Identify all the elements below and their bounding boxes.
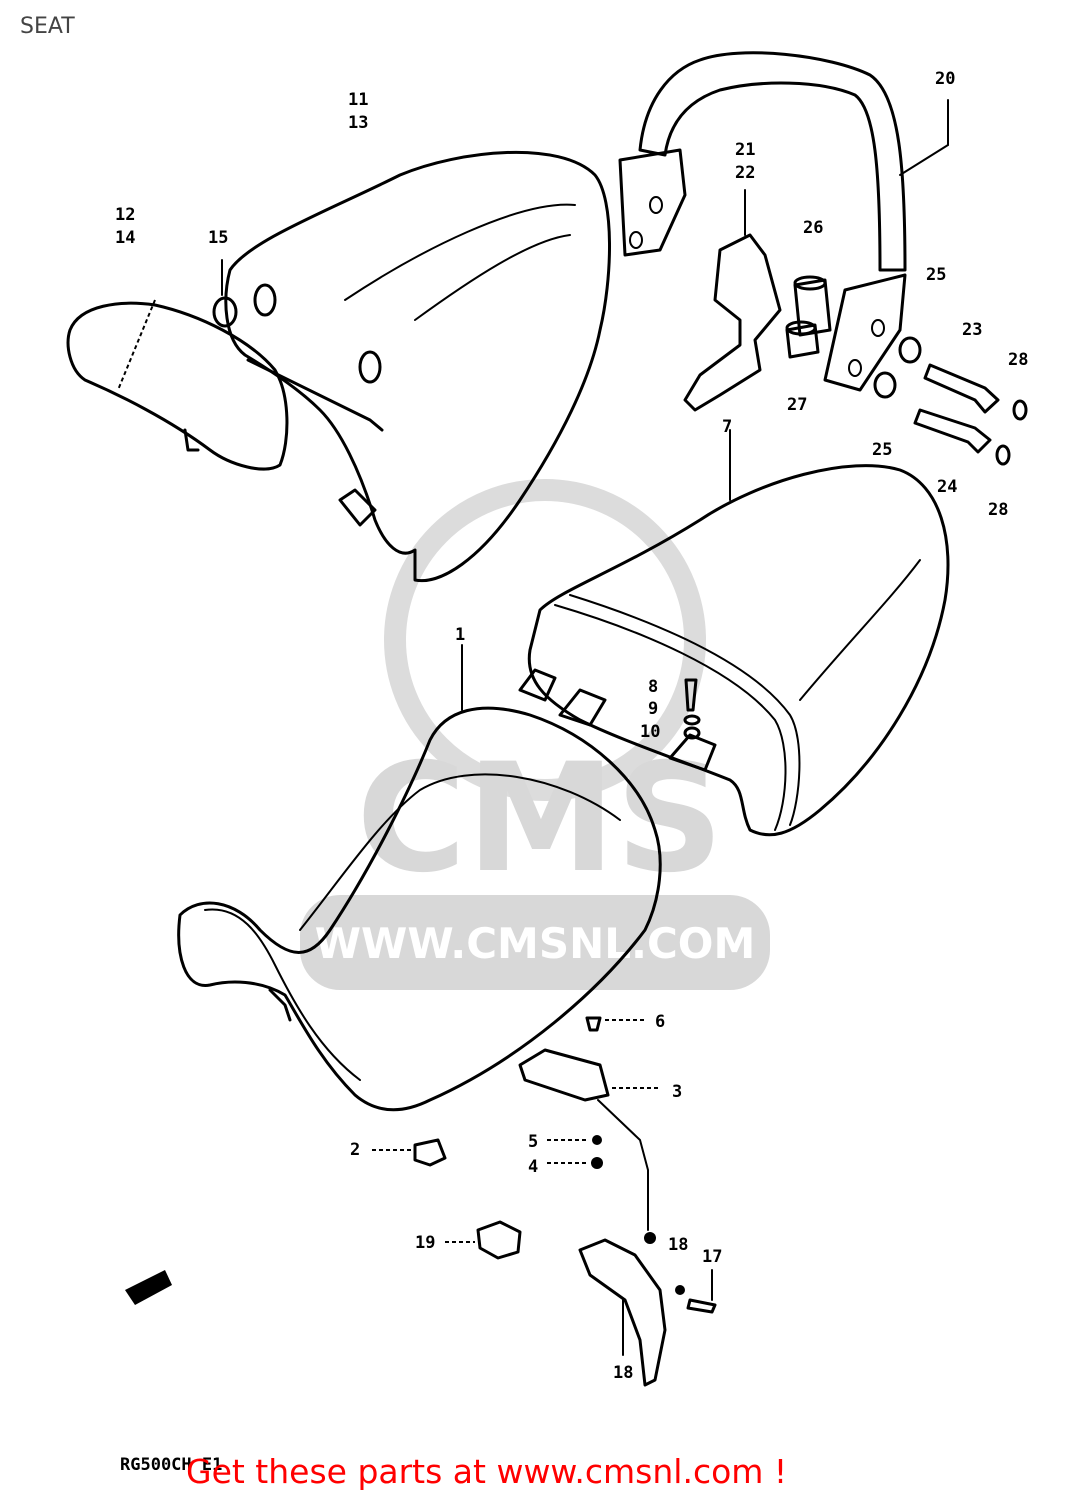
bolt-23 xyxy=(923,363,1000,414)
seat-tail-cowl xyxy=(224,150,611,583)
callout-7: 7 xyxy=(722,417,732,437)
nut-4 xyxy=(547,1157,603,1169)
callout-14: 14 xyxy=(115,228,135,248)
callout-8: 8 xyxy=(648,677,658,697)
callout-2: 2 xyxy=(350,1140,360,1160)
grab-rail xyxy=(618,51,949,392)
bolt-17 xyxy=(686,1269,717,1314)
callout-18a: 18 xyxy=(668,1235,688,1255)
page-title: SEAT xyxy=(20,14,75,39)
model-code: RG500CH E1 xyxy=(120,1455,223,1475)
callout-23: 23 xyxy=(962,320,982,340)
callout-15: 15 xyxy=(208,228,228,248)
callout-10: 10 xyxy=(640,722,660,742)
callout-24: 24 xyxy=(937,477,957,497)
washer-9 xyxy=(683,714,701,726)
callout-25b: 25 xyxy=(872,440,892,460)
callout-28b: 28 xyxy=(988,500,1008,520)
cms-watermark: CMS WWW.CMSNL.COM xyxy=(300,479,770,990)
washer-25a xyxy=(898,336,922,364)
callout-5: 5 xyxy=(528,1132,538,1152)
callout-28a: 28 xyxy=(1008,350,1028,370)
callout-1: 1 xyxy=(455,625,465,645)
washer-5 xyxy=(547,1135,602,1145)
side-cover xyxy=(66,299,289,471)
rail-bracket xyxy=(683,189,782,412)
spacer-26 xyxy=(793,275,832,337)
callout-27: 27 xyxy=(787,395,807,415)
damper-2 xyxy=(372,1138,447,1167)
callout-20: 20 xyxy=(935,69,955,89)
callout-22: 22 xyxy=(735,163,755,183)
nut-10 xyxy=(683,726,701,740)
callout-13: 13 xyxy=(348,113,368,133)
callout-18b: 18 xyxy=(613,1363,633,1383)
bolt-24 xyxy=(913,408,992,454)
callout-4: 4 xyxy=(528,1157,538,1177)
washer-25b xyxy=(873,371,897,399)
bolt-8 xyxy=(684,678,698,712)
nut-18 xyxy=(644,1232,685,1295)
watermark-brand: CMS xyxy=(356,732,723,906)
callout-12: 12 xyxy=(115,205,135,225)
watermark-logo-ring xyxy=(384,479,706,801)
watermark-url-band xyxy=(300,895,770,990)
rear-seat xyxy=(518,429,950,837)
callout-26: 26 xyxy=(803,218,823,238)
nut-28a xyxy=(1012,399,1028,421)
callout-19: 19 xyxy=(415,1233,435,1253)
callout-17: 17 xyxy=(702,1247,722,1267)
direction-arrow-icon xyxy=(125,1270,172,1305)
grommet-15 xyxy=(212,259,238,328)
watermark-url: WWW.CMSNL.COM xyxy=(315,919,756,968)
lock-lever xyxy=(578,1238,667,1387)
spacer-27 xyxy=(785,320,820,359)
seat-lock xyxy=(518,1048,660,1231)
callout-labels: 1 2 3 4 5 6 7 8 9 10 11 12 13 14 15 17 1… xyxy=(115,69,1028,1383)
nut-28b xyxy=(995,444,1011,466)
cta-link[interactable]: Get these parts at www.cmsnl.com ! xyxy=(186,1452,788,1491)
bolt-6 xyxy=(585,1016,645,1032)
callout-21: 21 xyxy=(735,140,755,160)
clip-19 xyxy=(445,1220,522,1260)
callout-25a: 25 xyxy=(926,265,946,285)
callout-11: 11 xyxy=(348,90,368,110)
callout-9: 9 xyxy=(648,699,658,719)
callout-3: 3 xyxy=(672,1082,682,1102)
front-seat xyxy=(177,644,662,1112)
callout-6: 6 xyxy=(655,1012,665,1032)
